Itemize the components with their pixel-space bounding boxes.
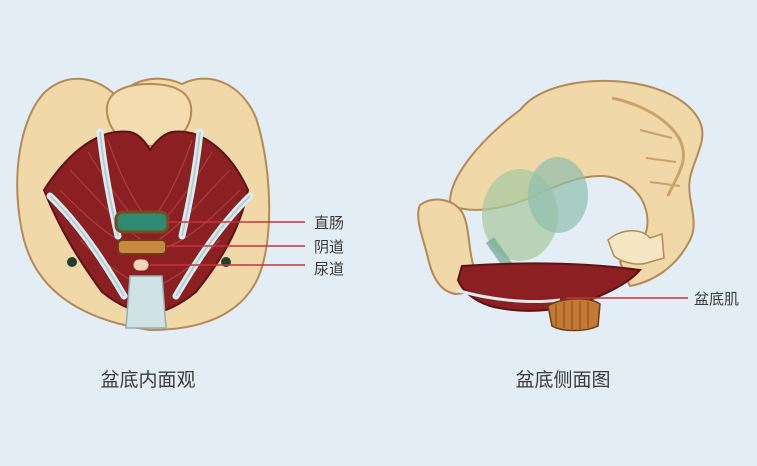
left-caption: 盆底内面观 <box>100 369 195 391</box>
left-obturator-dot <box>67 257 77 267</box>
sphincter-stripes <box>555 301 589 329</box>
right-caption: 盆底侧面图 <box>515 369 610 391</box>
vagina-shape <box>117 239 167 255</box>
vagina-label: 阴道 <box>314 238 344 256</box>
urethra-shape <box>130 256 152 274</box>
pelvic-floor-side-view: 盆底肌 盆底侧面图 <box>417 79 739 391</box>
side-ligament <box>455 288 561 304</box>
femur-head <box>607 230 665 265</box>
sacrum-curve <box>611 96 685 197</box>
anal-sphincter <box>547 298 601 332</box>
rectum-shape <box>114 210 170 234</box>
pelvic-floor-internal-view: 直肠 阴道 尿道 盆底内面观 <box>16 77 344 391</box>
sacrum-segments <box>639 129 681 187</box>
pubic-symphysis <box>125 275 167 329</box>
bladder-shape <box>528 157 588 233</box>
pelvic-floor-muscle-label: 盆底肌 <box>694 290 739 308</box>
left-leader-lines <box>150 221 305 266</box>
rectum-label: 直肠 <box>314 214 344 232</box>
urethra-label: 尿道 <box>314 260 344 278</box>
